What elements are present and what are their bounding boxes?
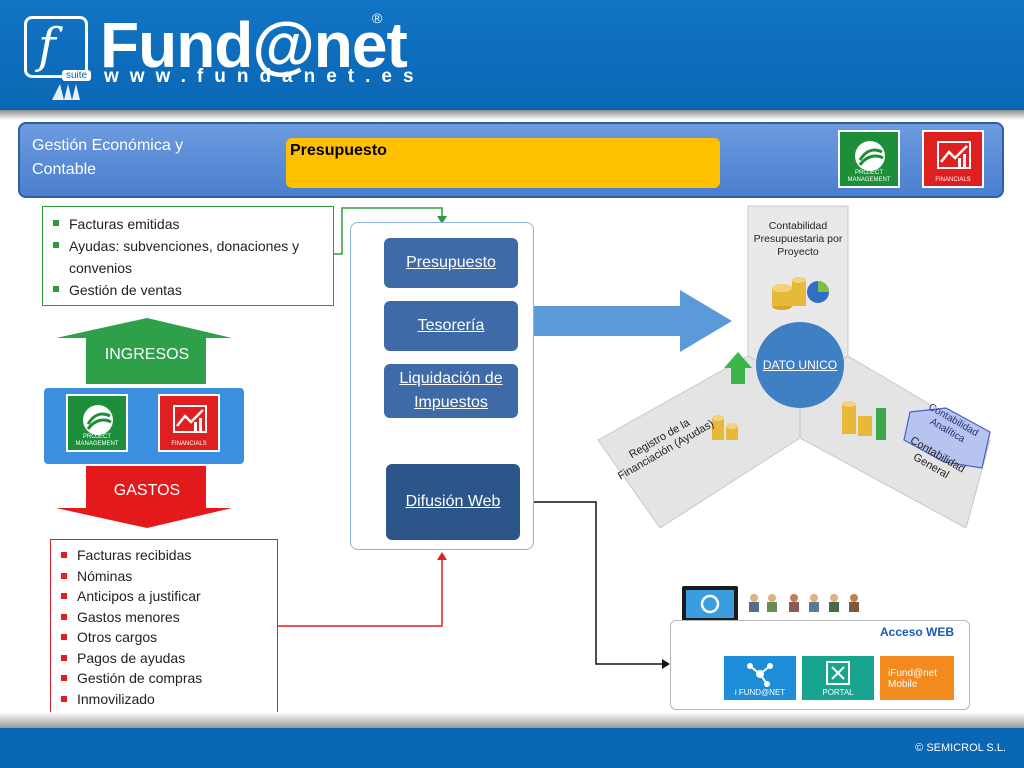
gastos-connector-arrowhead: [437, 552, 447, 560]
users-group-icon: [749, 594, 859, 612]
module-title: Gestión Económica y Contable: [32, 137, 184, 178]
logo-letter: f: [38, 18, 56, 74]
project-management-tile[interactable]: PROJECT MANAGEMENT: [66, 394, 128, 452]
difusion-web-button[interactable]: Difusión Web: [386, 464, 520, 540]
list-item: Gestión de ventas: [47, 279, 329, 301]
project-management-label: PROJECT MANAGEMENT: [847, 170, 891, 183]
coins-pie-icon: [772, 277, 829, 310]
footer-bar: [0, 728, 1024, 768]
list-item: Gestión de compras: [55, 668, 273, 689]
ingresos-list: Facturas emitidas Ayudas: subvenciones, …: [42, 206, 334, 306]
logo-suite-badge: suite: [62, 70, 92, 81]
list-item: Nóminas: [55, 566, 273, 587]
portal-label: PORTAL: [822, 688, 854, 697]
project-management-label: PROJECT MANAGEMENT: [75, 434, 119, 447]
ingresos-connector-arrowhead: [437, 216, 447, 224]
ingresos-arrow: [56, 318, 232, 384]
presupuesto-bar-label: Presupuesto: [290, 142, 387, 159]
gastos-arrow: [56, 466, 232, 528]
coins-bars-icon: [842, 401, 886, 440]
list-item: Gastos menores: [55, 607, 273, 628]
dato-unico-circle[interactable]: DATO UNICO: [756, 322, 844, 408]
list-item: Inmovilizado: [55, 689, 273, 710]
list-item: Anticipos a justificar: [55, 586, 273, 607]
coins-left-icon: [712, 415, 738, 440]
project-management-tile[interactable]: PROJECT MANAGEMENT: [838, 130, 900, 188]
tesoreria-button[interactable]: Tesorería: [384, 301, 518, 351]
gastos-connector: [278, 558, 443, 627]
ifundanet-label: i FUND@NET: [734, 688, 786, 697]
flow-right-arrow: [534, 290, 732, 352]
presupuesto-bar: Presupuesto: [286, 138, 720, 188]
portal-tile[interactable]: PORTAL: [802, 656, 874, 700]
list-item: Ayudas: subvenciones, donaciones y conve…: [47, 235, 329, 279]
copyright-text: © SEMICROL S.L.: [915, 742, 1006, 754]
portal-expand-icon: [826, 661, 850, 685]
logo-url: www.fundanet.es: [104, 66, 425, 87]
financials-tile[interactable]: FINANCIALS: [922, 130, 984, 188]
financials-label: FINANCIALS: [935, 177, 971, 183]
logo-title: Fund@net: [100, 9, 408, 81]
project-management-icon: [855, 141, 885, 171]
header-shadow: [0, 110, 1024, 120]
list-item: Facturas recibidas: [55, 545, 273, 566]
list-item: Pagos de ayudas: [55, 648, 273, 669]
ingresos-connector: [334, 207, 443, 255]
logo-registered-mark: ®: [372, 10, 383, 26]
financials-chart-icon: [937, 141, 971, 169]
header-bar: [0, 0, 1024, 110]
contabilidad-presupuestaria-label: Contabilidad Presupuestaria por Proyecto: [753, 220, 843, 258]
web-connector: [520, 501, 664, 665]
ifundanet-mobile-tile[interactable]: iFund@net Mobile: [880, 656, 954, 700]
list-item: Facturas emitidas: [47, 213, 329, 235]
financials-tile[interactable]: FINANCIALS: [158, 394, 220, 452]
web-connector-arrowhead: [662, 659, 670, 669]
ifundanet-mobile-label: iFund@net Mobile: [888, 668, 938, 690]
network-nodes-icon: [747, 663, 773, 687]
gastos-label: GASTOS: [113, 482, 181, 499]
logo-fan-icon: [52, 84, 80, 100]
small-up-arrow: [724, 352, 752, 384]
list-item: Otros cargos: [55, 627, 273, 648]
footer-shadow: [0, 712, 1024, 728]
liquidacion-impuestos-button[interactable]: Liquidación de Impuestos: [384, 364, 518, 418]
acceso-web-label: Acceso WEB: [880, 625, 955, 639]
presupuesto-button[interactable]: Presupuesto: [384, 238, 518, 288]
financials-chart-icon: [173, 405, 207, 433]
ingresos-label: INGRESOS: [104, 346, 190, 363]
project-management-icon: [83, 405, 113, 435]
gastos-list: Facturas recibidas Nóminas Anticipos a j…: [50, 539, 278, 715]
analitica-badge: [903, 407, 991, 469]
ifundanet-tile[interactable]: i FUND@NET: [724, 656, 796, 700]
financials-label: FINANCIALS: [171, 441, 207, 447]
fundanet-logo-icon: [24, 16, 88, 78]
